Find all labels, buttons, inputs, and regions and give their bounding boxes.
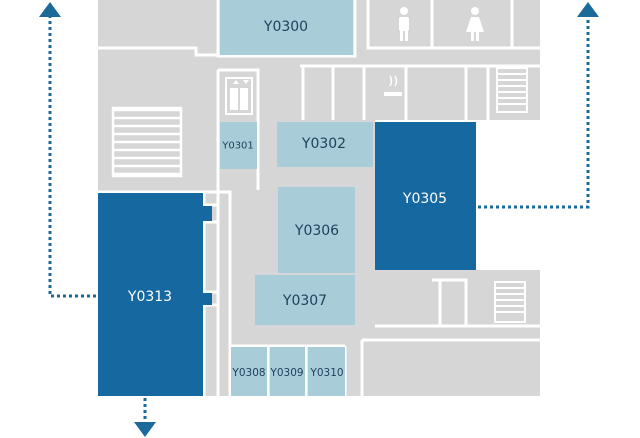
room-y0300[interactable]: Y0300 <box>220 0 353 55</box>
room-y0307-label: Y0307 <box>282 293 327 309</box>
stairs-icon <box>496 67 528 113</box>
room-y0301[interactable]: Y0301 <box>220 122 257 169</box>
room-y0302-label: Y0302 <box>301 136 346 152</box>
exit-arrow <box>39 2 599 437</box>
room-y0306-label: Y0306 <box>294 223 339 239</box>
exit-route <box>48 14 590 424</box>
room-y0309[interactable]: Y0309 <box>269 347 305 396</box>
room-y0313-label: Y0313 <box>127 289 172 305</box>
arrow-up-icon <box>577 2 599 17</box>
room-y0308-label: Y0308 <box>231 367 265 379</box>
room-y0310[interactable]: Y0310 <box>308 347 345 396</box>
arrow-down-icon <box>134 422 156 437</box>
room-y0310-label: Y0310 <box>309 367 343 379</box>
no-smoking-icon <box>384 75 402 96</box>
room-y0305-label: Y0305 <box>402 191 447 207</box>
room-y0309-label: Y0309 <box>269 367 303 379</box>
room-y0305[interactable]: Y0305 <box>375 122 476 270</box>
stairs-icon <box>111 106 183 178</box>
room-y0302[interactable]: Y0302 <box>277 122 373 167</box>
stairs-icon <box>494 281 526 323</box>
room-y0307[interactable]: Y0307 <box>255 275 355 325</box>
arrow-up-icon <box>39 2 61 17</box>
room-y0308[interactable]: Y0308 <box>231 347 267 396</box>
elevator-icon <box>225 77 253 115</box>
male-restroom-icon <box>399 7 409 41</box>
room-y0301-label: Y0301 <box>221 141 254 152</box>
room-y0300-label: Y0300 <box>263 19 308 35</box>
interior-walls <box>98 0 540 396</box>
female-restroom-icon <box>466 7 484 41</box>
room-y0306[interactable]: Y0306 <box>278 187 355 273</box>
room-y0313[interactable]: Y0313 <box>98 193 212 396</box>
